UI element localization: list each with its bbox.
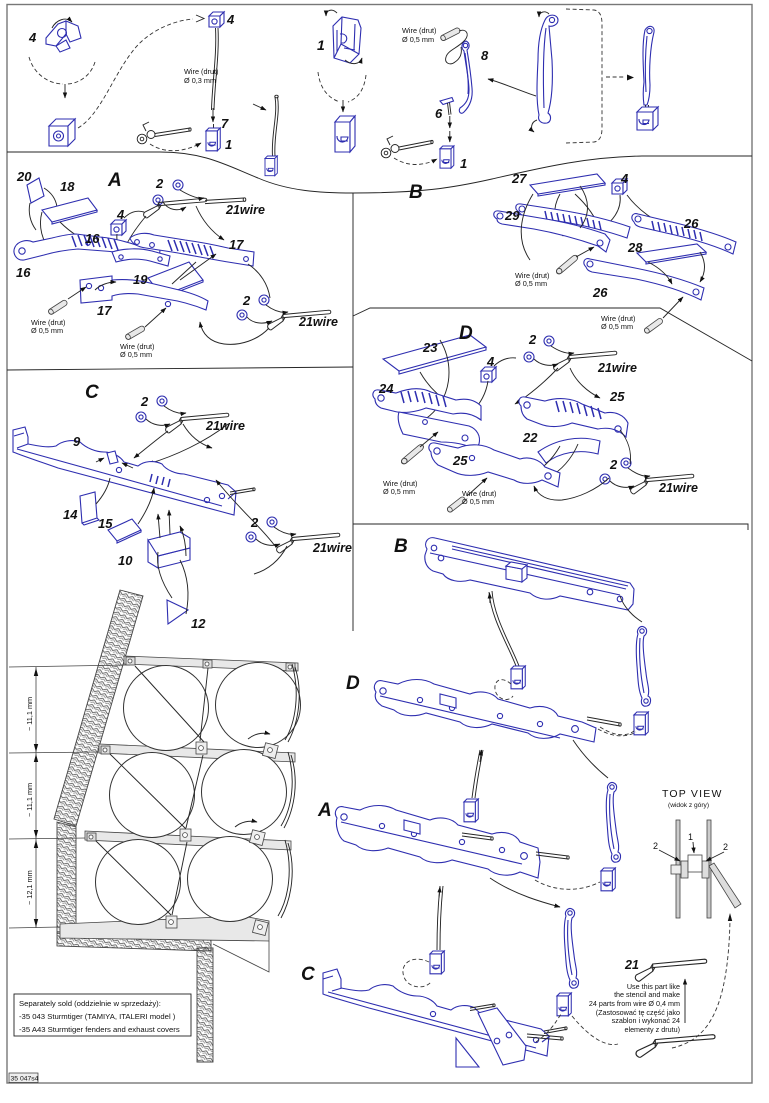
svg-text:21wire: 21wire bbox=[597, 361, 637, 375]
svg-text:25: 25 bbox=[452, 453, 468, 468]
svg-text:~ 11,1 mm: ~ 11,1 mm bbox=[25, 697, 34, 731]
svg-text:22: 22 bbox=[522, 430, 538, 445]
svg-text:2: 2 bbox=[609, 457, 618, 472]
svg-text:Wire (drut): Wire (drut) bbox=[120, 342, 154, 351]
svg-text:21wire: 21wire bbox=[658, 481, 698, 495]
svg-text:4: 4 bbox=[28, 30, 37, 45]
svg-text:C: C bbox=[301, 964, 315, 985]
svg-text:4: 4 bbox=[486, 354, 495, 369]
svg-text:18: 18 bbox=[60, 179, 75, 194]
svg-text:28: 28 bbox=[627, 240, 643, 255]
svg-text:4: 4 bbox=[620, 171, 629, 186]
svg-text:Ø 0,5 mm: Ø 0,5 mm bbox=[31, 326, 63, 335]
svg-text:1: 1 bbox=[688, 832, 693, 842]
svg-text:the stencil and make: the stencil and make bbox=[614, 990, 680, 999]
svg-text:21: 21 bbox=[624, 958, 639, 972]
svg-text:Ø 0,3 mm: Ø 0,3 mm bbox=[184, 76, 216, 85]
svg-text:2: 2 bbox=[723, 842, 728, 852]
svg-text:14: 14 bbox=[63, 507, 78, 522]
svg-text:21wire: 21wire bbox=[298, 315, 338, 329]
svg-text:12: 12 bbox=[191, 616, 206, 631]
svg-text:Ø 0,5 mm: Ø 0,5 mm bbox=[383, 487, 415, 496]
svg-text:(Zastosować tę część jako: (Zastosować tę część jako bbox=[596, 1008, 680, 1017]
svg-text:21wire: 21wire bbox=[225, 203, 265, 217]
svg-text:21wire: 21wire bbox=[205, 419, 245, 433]
svg-text:1: 1 bbox=[460, 156, 467, 171]
svg-text:Wire (drut): Wire (drut) bbox=[184, 67, 218, 76]
svg-text:2: 2 bbox=[528, 332, 537, 347]
svg-text:~ 12,1 mm: ~ 12,1 mm bbox=[25, 870, 34, 905]
svg-text:24 parts from wire Ø 0,4 mm: 24 parts from wire Ø 0,4 mm bbox=[589, 999, 680, 1008]
svg-text:(widok z góry): (widok z góry) bbox=[668, 802, 709, 809]
svg-text:4: 4 bbox=[116, 207, 125, 222]
svg-text:Ø 0,5 mm: Ø 0,5 mm bbox=[462, 497, 494, 506]
svg-text:16: 16 bbox=[85, 231, 100, 246]
svg-text:9: 9 bbox=[73, 434, 81, 449]
svg-text:35 047s4: 35 047s4 bbox=[11, 1076, 39, 1083]
svg-text:C: C bbox=[85, 382, 99, 403]
svg-text:23: 23 bbox=[422, 340, 438, 355]
svg-text:Ø 0,5 mm: Ø 0,5 mm bbox=[601, 322, 633, 331]
svg-text:Wire (drut): Wire (drut) bbox=[601, 314, 635, 323]
svg-text:2: 2 bbox=[242, 293, 251, 308]
svg-text:D: D bbox=[346, 673, 360, 694]
svg-text:Wire (drut): Wire (drut) bbox=[402, 26, 436, 35]
svg-text:29: 29 bbox=[504, 208, 520, 223]
svg-text:B: B bbox=[394, 536, 408, 557]
svg-text:4: 4 bbox=[226, 12, 235, 27]
svg-text:B: B bbox=[409, 182, 423, 203]
svg-text:Use this part like: Use this part like bbox=[627, 982, 680, 991]
svg-text:-35 043 Sturmtiger (TAMIYA, I: -35 043 Sturmtiger (TAMIYA, ITALERI mode… bbox=[19, 1012, 176, 1021]
svg-text:21wire: 21wire bbox=[312, 541, 352, 555]
svg-text:A: A bbox=[107, 170, 122, 191]
svg-text:~ 11,1 mm: ~ 11,1 mm bbox=[25, 783, 34, 817]
svg-text:10: 10 bbox=[118, 553, 133, 568]
svg-text:1: 1 bbox=[317, 37, 325, 53]
svg-text:24: 24 bbox=[378, 381, 394, 396]
svg-text:27: 27 bbox=[511, 171, 527, 186]
svg-text:17: 17 bbox=[97, 303, 112, 318]
svg-text:D: D bbox=[459, 323, 473, 344]
svg-text:2: 2 bbox=[140, 394, 149, 409]
svg-text:TOP VIEW: TOP VIEW bbox=[662, 788, 723, 800]
svg-text:Wire (drut): Wire (drut) bbox=[383, 479, 417, 488]
svg-text:25: 25 bbox=[609, 389, 625, 404]
svg-text:26: 26 bbox=[683, 216, 699, 231]
svg-text:Wire (drut): Wire (drut) bbox=[462, 489, 496, 498]
svg-text:17: 17 bbox=[229, 237, 244, 252]
svg-text:szablon i wykonać 24: szablon i wykonać 24 bbox=[612, 1016, 680, 1025]
svg-text:Ø 0,5 mm: Ø 0,5 mm bbox=[515, 279, 547, 288]
svg-text:2: 2 bbox=[155, 176, 164, 191]
svg-text:26: 26 bbox=[592, 285, 608, 300]
svg-text:19: 19 bbox=[133, 272, 148, 287]
svg-text:Wire (drut): Wire (drut) bbox=[515, 271, 549, 280]
svg-text:1: 1 bbox=[225, 137, 232, 152]
svg-text:-35 A43 Sturmtiger fenders and: -35 A43 Sturmtiger fenders and exhaust c… bbox=[19, 1025, 180, 1034]
svg-text:2: 2 bbox=[653, 841, 658, 851]
svg-text:A: A bbox=[317, 800, 332, 821]
svg-text:20: 20 bbox=[16, 169, 32, 184]
svg-text:6: 6 bbox=[435, 106, 443, 121]
svg-text:15: 15 bbox=[98, 516, 113, 531]
svg-text:Ø 0,5 mm: Ø 0,5 mm bbox=[402, 35, 434, 44]
svg-text:Wire (drut): Wire (drut) bbox=[31, 318, 65, 327]
svg-text:2: 2 bbox=[250, 515, 259, 530]
svg-text:elementy z drutu): elementy z drutu) bbox=[624, 1025, 680, 1034]
svg-text:Separately sold (oddzielnie w: Separately sold (oddzielnie w sprzedaży)… bbox=[19, 999, 161, 1008]
svg-text:Ø 0,5 mm: Ø 0,5 mm bbox=[120, 350, 152, 359]
svg-text:7: 7 bbox=[221, 116, 229, 131]
svg-text:16: 16 bbox=[16, 265, 31, 280]
svg-text:8: 8 bbox=[481, 48, 489, 63]
